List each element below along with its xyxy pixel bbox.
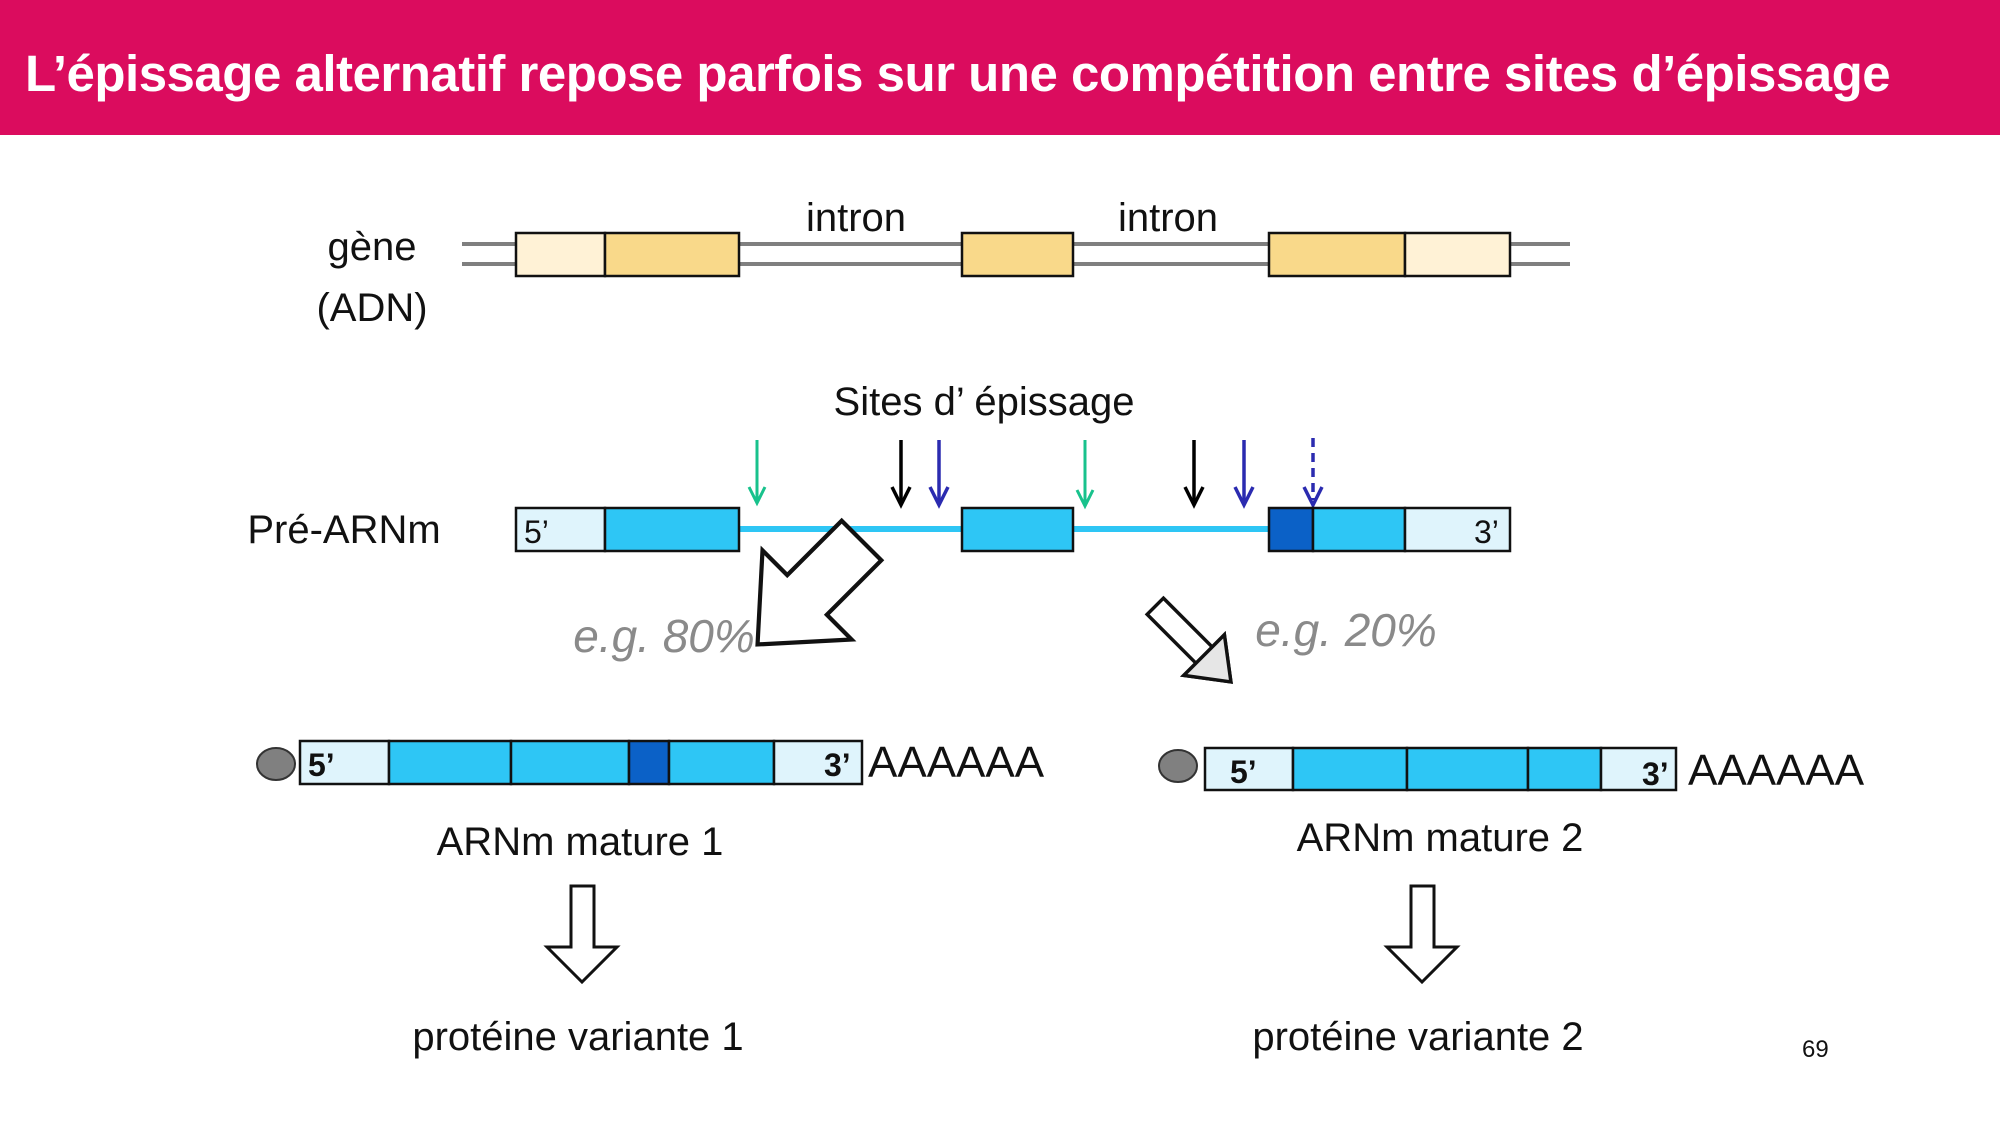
mrna1-utr-3 — [772, 739, 864, 786]
splice-arrow-icon — [1233, 440, 1255, 509]
intron-label-2: intron — [1118, 196, 1218, 240]
gene-utr-5 — [514, 231, 607, 278]
mrna2-utr-3 — [1599, 746, 1678, 792]
splice-arrow-icon — [890, 440, 912, 509]
pre-mrna-exon-2 — [960, 506, 1075, 553]
cap-icon — [1158, 749, 1198, 783]
pathway-2-percent: e.g. 20% — [1255, 604, 1437, 656]
title-bar: L’épissage alternatif repose parfois sur… — [0, 0, 2000, 135]
mrna1-exon-2 — [509, 739, 631, 786]
mrna1-5-prime: 5’ — [308, 747, 335, 783]
dna-label: (ADN) — [316, 286, 427, 330]
splice-arrow-icon — [747, 440, 767, 507]
mrna1-label: ARNm mature 1 — [437, 820, 724, 864]
splice-sites-label: Sites d’ épissage — [834, 380, 1135, 424]
gene-exon-2 — [960, 231, 1075, 278]
mrna1-3-prime: 3’ — [824, 747, 851, 783]
mrna2-label: ARNm mature 2 — [1297, 816, 1584, 860]
mrna2-exon-1 — [1291, 746, 1409, 792]
pathway-1-arrow-icon — [755, 517, 885, 647]
mrna2-exon-2 — [1405, 746, 1530, 792]
mature-mrna-2: 5’ 3’ AAAAAA ARNm mature 2 — [1158, 746, 1865, 860]
mrna2-3-prime: 3’ — [1642, 756, 1669, 792]
mrna1-poly-a: AAAAAA — [868, 738, 1045, 787]
pathway-2-arrow-icon — [1144, 595, 1233, 684]
pre-mrna-exon-1 — [603, 506, 741, 553]
pre-mrna: Pré-ARNm 5’ 3’ — [247, 506, 1512, 553]
splice-arrow-icon — [1183, 440, 1205, 509]
protein-variant-1: protéine variante 1 — [412, 1015, 743, 1059]
translation-arrow-1-icon — [543, 884, 621, 985]
mrna2-5-prime: 5’ — [1230, 754, 1257, 790]
splice-arrow-icon — [1075, 440, 1095, 510]
pre-mrna-alt-segment — [1267, 506, 1315, 553]
pre-mrna-3-prime: 3’ — [1474, 514, 1499, 550]
translation-arrow-2-icon — [1383, 884, 1461, 985]
splice-arrow-icon — [928, 440, 950, 509]
pre-mrna-5-prime: 5’ — [524, 514, 549, 550]
cap-icon — [256, 747, 296, 781]
protein-variant-2: protéine variante 2 — [1252, 1015, 1583, 1059]
pre-mrna-utr-3 — [1403, 506, 1512, 553]
pre-mrna-utr-5 — [514, 506, 607, 553]
slide-title: L’épissage alternatif repose parfois sur… — [25, 45, 1891, 102]
mrna2-exon-3 — [1526, 746, 1603, 792]
splice-site-arrows — [747, 438, 1324, 510]
mrna1-alt-segment — [627, 739, 671, 786]
pathway-1-percent: e.g. 80% — [573, 610, 755, 662]
gene-exon-1 — [603, 231, 741, 278]
splice-arrow-dashed-icon — [1302, 438, 1324, 509]
intron-label-1: intron — [806, 196, 906, 240]
gene-dna: gène (ADN) intron intron — [316, 196, 1570, 330]
gene-exon-3 — [1267, 231, 1407, 278]
mrna2-poly-a: AAAAAA — [1688, 746, 1865, 795]
page-number: 69 — [1802, 1036, 1829, 1063]
mrna1-exon-1 — [387, 739, 513, 786]
mrna1-exon-3 — [667, 739, 776, 786]
mrna1-utr-5 — [298, 739, 391, 786]
pre-mrna-exon-3 — [1311, 506, 1407, 553]
gene-label: gène — [328, 225, 417, 269]
gene-utr-3 — [1403, 231, 1512, 278]
mature-mrna-1: 5’ 3’ AAAAAA ARNm mature 1 — [256, 738, 1045, 864]
pre-mrna-label: Pré-ARNm — [247, 508, 440, 552]
